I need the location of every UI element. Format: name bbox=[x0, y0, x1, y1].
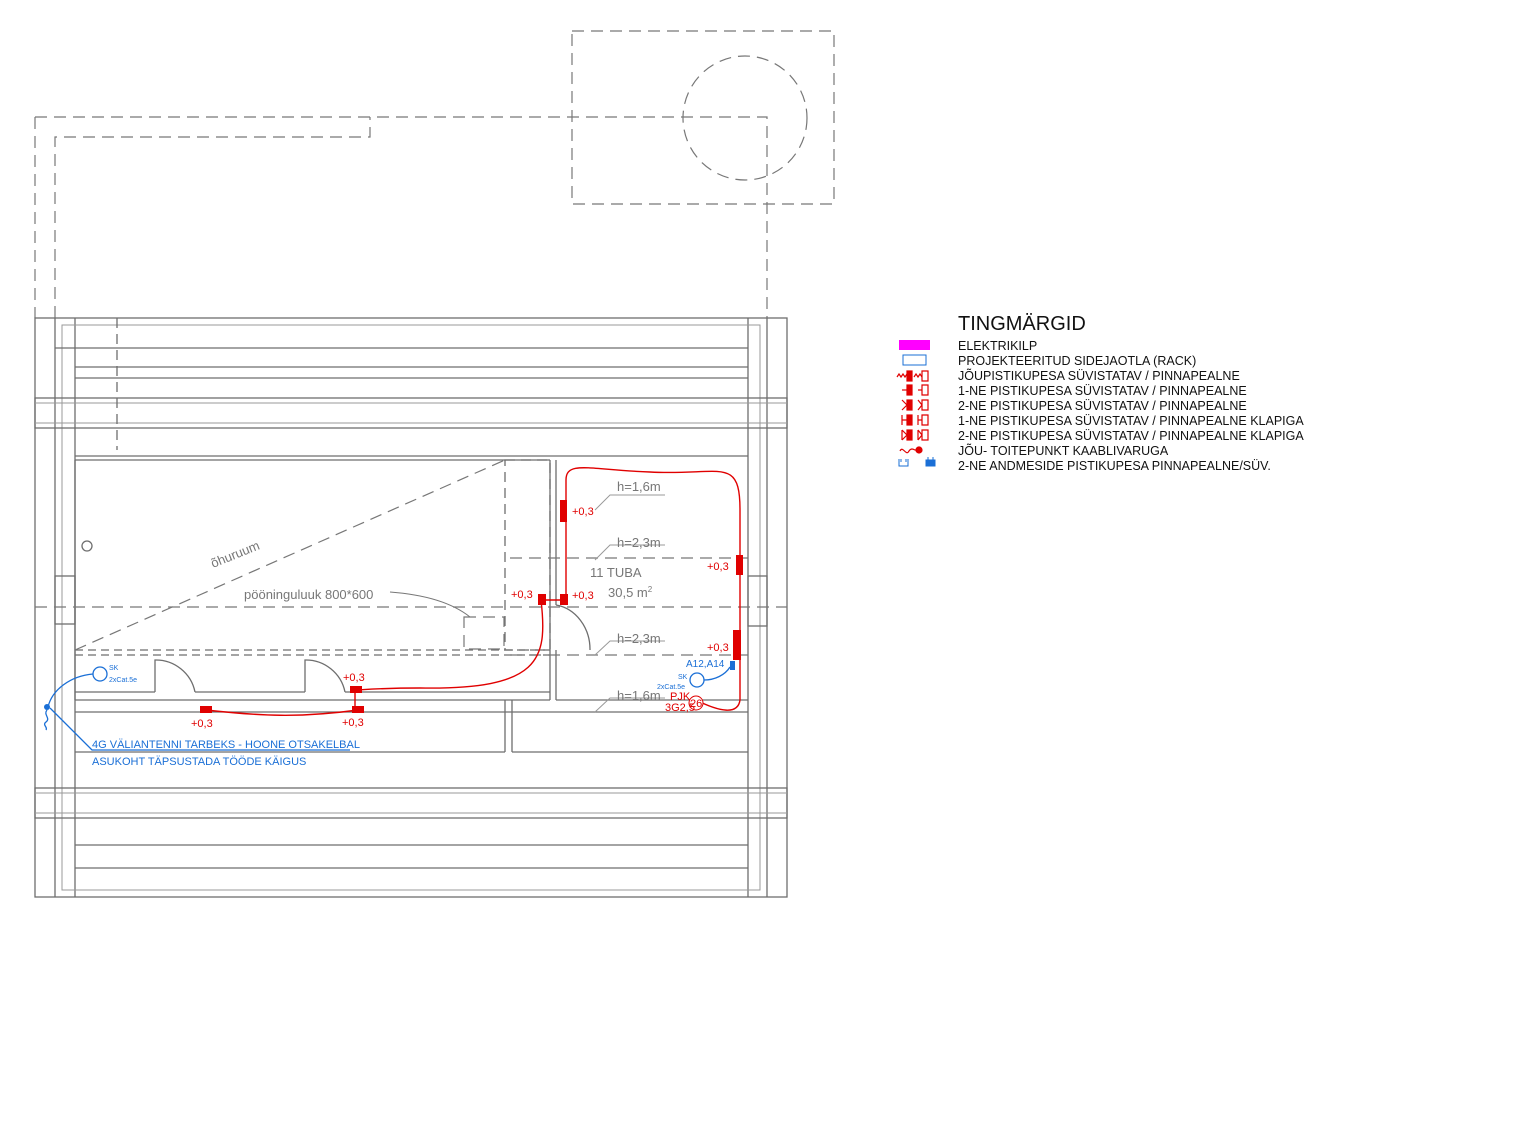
legend-label: ELEKTRIKILP bbox=[958, 339, 1037, 353]
building-walls bbox=[34, 317, 788, 898]
data-network: A12,A14 SK 2xCat.5e SK 2xCat.5e 4G VÄLIA… bbox=[43, 659, 735, 768]
legend-label: 1-NE PISTIKUPESA SÜVISTATAV / PINNAPEALN… bbox=[958, 414, 1304, 428]
door bbox=[304, 659, 346, 693]
legend-label: JÕUPISTIKUPESA SÜVISTATAV / PINNAPEALNE bbox=[958, 368, 1240, 383]
svg-text:PJK: PJK bbox=[670, 691, 691, 703]
double-socket-flap-icon bbox=[901, 429, 929, 441]
door bbox=[154, 659, 196, 693]
svg-text:3G2,5: 3G2,5 bbox=[665, 702, 695, 714]
hatch-label: pööninguluuk 800*600 bbox=[244, 587, 373, 602]
svg-text:+0,3: +0,3 bbox=[343, 672, 365, 684]
electrical-panel-icon bbox=[899, 340, 930, 350]
legend-label: 1-NE PISTIKUPESA SÜVISTATAV / PINNAPEALN… bbox=[958, 384, 1247, 398]
svg-text:+0,3: +0,3 bbox=[511, 589, 533, 601]
svg-text:+0,3: +0,3 bbox=[707, 642, 729, 654]
air-space-label: õhuruum bbox=[209, 538, 262, 571]
single-socket-icon bbox=[902, 384, 929, 396]
rack-icon bbox=[902, 354, 927, 366]
svg-text:SK: SK bbox=[678, 674, 688, 681]
circuit-number-circle bbox=[688, 695, 704, 711]
svg-text:26: 26 bbox=[690, 698, 702, 710]
svg-text:A12,A14: A12,A14 bbox=[686, 659, 725, 670]
legend: TINGMÄRGID ELEKTRIKILP PROJEKTEERITUD SI… bbox=[896, 313, 1304, 473]
antenna-note: 4G VÄLIANTENNI TARBEKS - HOONE OTSAKELBA… bbox=[92, 739, 360, 751]
hatch-arrow bbox=[389, 591, 471, 618]
roof-outline bbox=[34, 30, 835, 318]
legend-label: 2-NE PISTIKUPESA SÜVISTATAV / PINNAPEALN… bbox=[958, 399, 1247, 413]
room-area: 30,5 m2 bbox=[608, 585, 653, 600]
data-socket-icon bbox=[898, 457, 936, 467]
legend-label: PROJEKTEERITUD SIDEJAOTLA (RACK) bbox=[958, 354, 1196, 368]
svg-text:+0,3: +0,3 bbox=[707, 561, 729, 573]
svg-text:+0,3: +0,3 bbox=[191, 718, 213, 730]
height-label: h=2,3m bbox=[617, 631, 661, 646]
height-label: h=2,3m bbox=[617, 535, 661, 550]
height-label: h=1,6m bbox=[617, 479, 661, 494]
svg-text:SK: SK bbox=[109, 665, 119, 672]
antenna-note: ASUKOHT TÄPSUSTADA TÖÖDE KÄIGUS bbox=[92, 756, 306, 768]
room-name: 11 TUBA bbox=[590, 565, 642, 580]
antenna-point-icon bbox=[44, 704, 50, 710]
double-socket-icon bbox=[901, 399, 929, 411]
legend-label: JÕU- TOITEPUNKT KAABLIVARUGA bbox=[958, 443, 1169, 458]
legend-label: 2-NE ANDMESIDE PISTIKUPESA PINNAPEALNE/S… bbox=[958, 459, 1271, 473]
chimney-outline bbox=[571, 30, 835, 205]
data-socket-icon bbox=[730, 661, 735, 670]
svg-text:2xCat.5e: 2xCat.5e bbox=[109, 677, 137, 684]
legend-label: 2-NE PISTIKUPESA SÜVISTATAV / PINNAPEALN… bbox=[958, 429, 1304, 443]
svg-text:+0,3: +0,3 bbox=[572, 506, 594, 518]
socket-icon bbox=[200, 500, 743, 713]
svg-text:+0,3: +0,3 bbox=[342, 717, 364, 729]
height-label: h=1,6m bbox=[617, 688, 661, 703]
svg-text:2xCat.5e: 2xCat.5e bbox=[657, 684, 685, 691]
single-socket-flap-icon bbox=[901, 414, 929, 426]
door bbox=[555, 604, 591, 651]
power-point-icon bbox=[899, 446, 923, 454]
chimney-circle bbox=[682, 55, 808, 181]
power-circuit: +0,3 +0,3 +0,3 +0,3 +0,3 +0,3 +0,3 +0,3 … bbox=[191, 467, 743, 730]
legend-title: TINGMÄRGID bbox=[958, 313, 1086, 335]
height-lines: h=1,6m h=2,3m h=2,3m h=1,6m bbox=[35, 459, 787, 713]
svg-text:+0,3: +0,3 bbox=[572, 590, 594, 602]
power-socket-icon bbox=[896, 370, 929, 382]
